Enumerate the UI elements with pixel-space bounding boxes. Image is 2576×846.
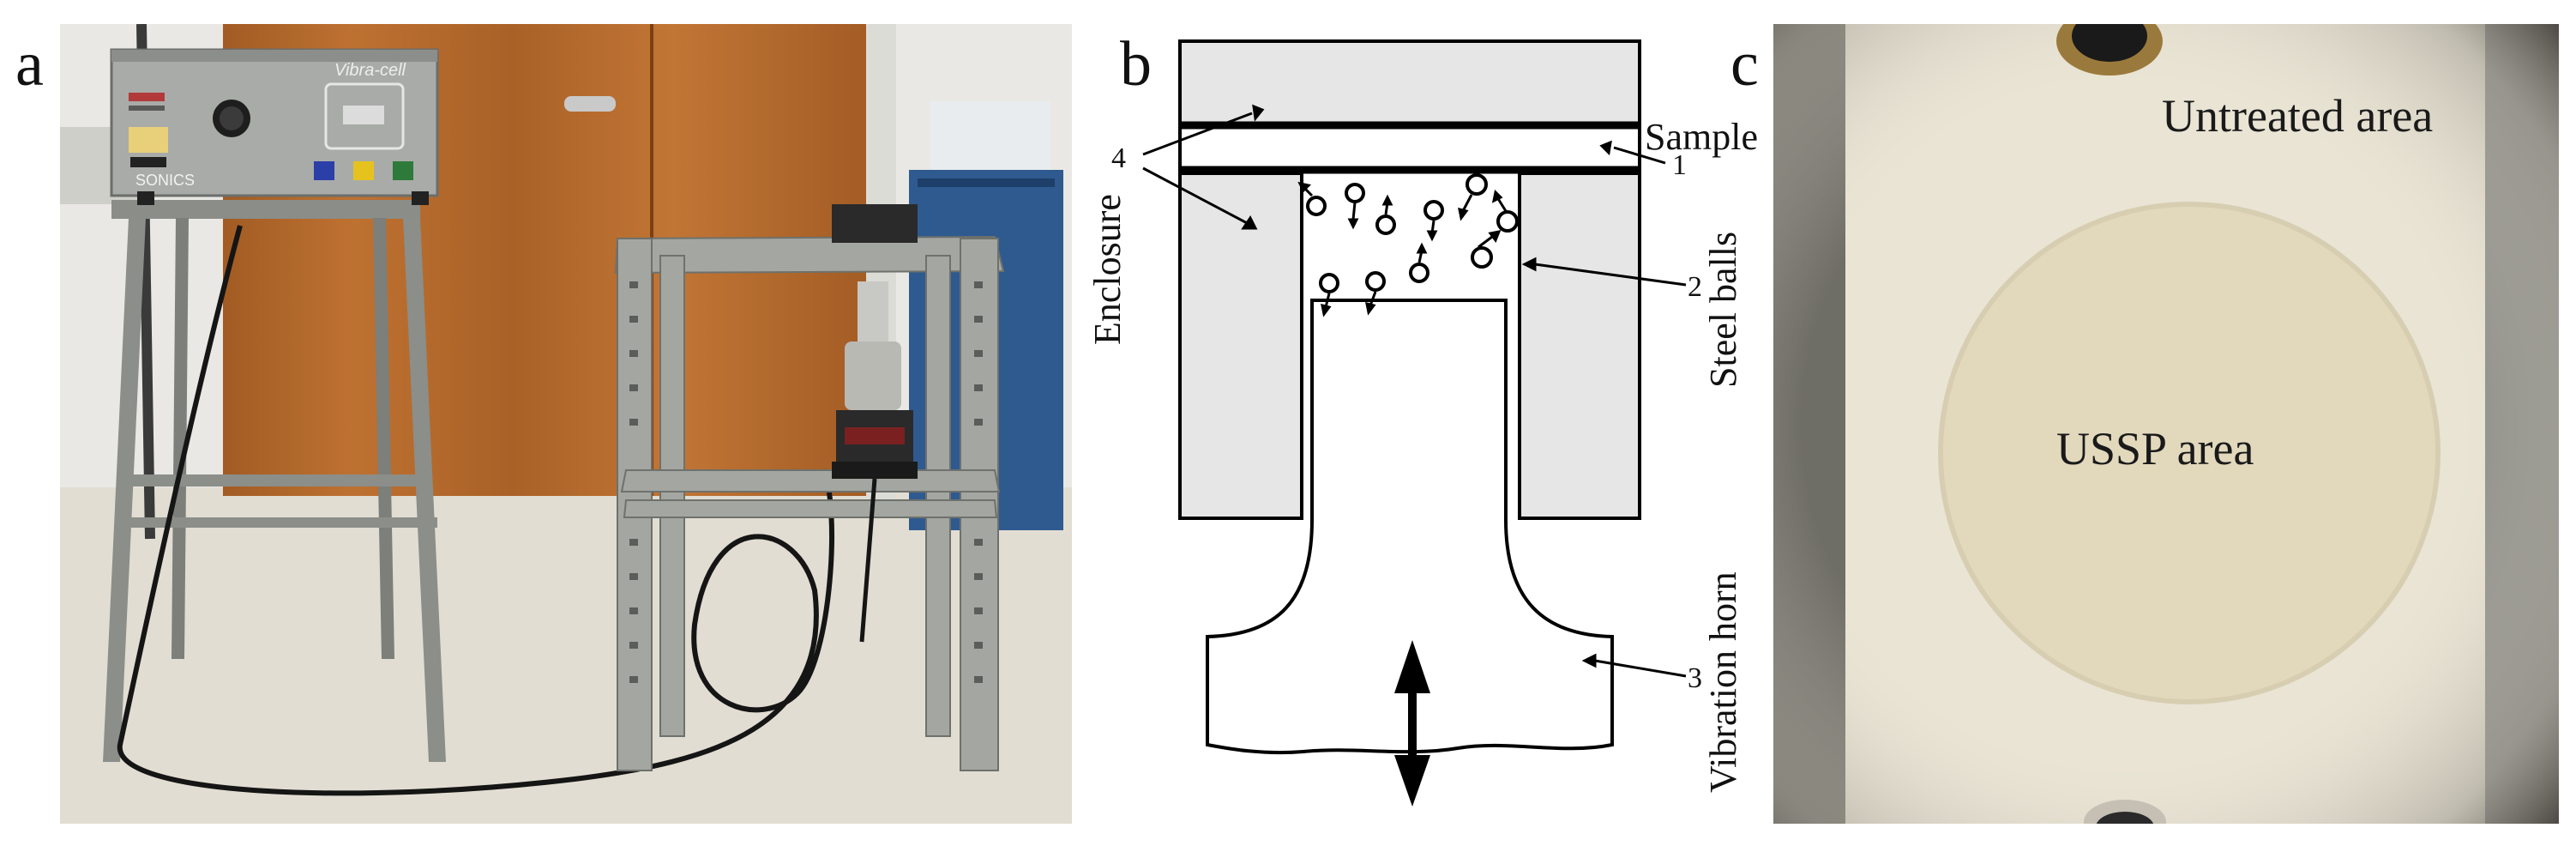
panel-c-letter: c — [1730, 29, 1759, 100]
label-sample: Sample — [1645, 116, 1758, 158]
plate-hole-bottom — [2084, 800, 2166, 824]
steel-balls — [1306, 173, 1519, 293]
sample-plate — [1178, 124, 1641, 172]
enclosure-top — [1178, 39, 1641, 127]
label-number-2: 2 — [1688, 271, 1702, 303]
panel-a-letter: a — [15, 29, 44, 100]
panel-a-photo: Vibra-cell SONICS — [60, 24, 1072, 824]
panel-b-diagram — [1063, 0, 1784, 846]
panel-c-photo — [1773, 24, 2559, 824]
double-arrow-icon — [1394, 640, 1430, 807]
device-model-text: Vibra-cell — [334, 61, 406, 80]
label-enclosure: Enclosure — [1086, 194, 1129, 345]
transducer — [832, 204, 918, 479]
ussp-circle — [1941, 204, 2438, 702]
button-green-icon — [393, 161, 413, 180]
panel-b-letter: b — [1120, 29, 1152, 100]
display-icon — [324, 82, 405, 150]
ultrasonic-generator — [110, 48, 439, 205]
enclosure-right-wall — [1518, 172, 1641, 520]
knob-icon — [213, 100, 250, 137]
label-number-3: 3 — [1688, 662, 1702, 694]
label-steel-balls: Steel balls — [1702, 231, 1744, 388]
button-yellow-icon — [353, 161, 374, 180]
vibration-horn-shape — [1206, 299, 1614, 755]
plate-hole-top — [2056, 24, 2163, 76]
label-number-4: 4 — [1111, 142, 1126, 174]
enclosure-left-wall — [1178, 172, 1303, 520]
label-ussp-area: USSP area — [2056, 423, 2254, 474]
label-vibration-horn: Vibration horn — [1702, 571, 1744, 793]
button-blue-icon — [314, 161, 334, 180]
device-brand-text: SONICS — [135, 172, 195, 189]
label-untreated-area: Untreated area — [2162, 90, 2434, 142]
label-number-1: 1 — [1672, 149, 1687, 181]
